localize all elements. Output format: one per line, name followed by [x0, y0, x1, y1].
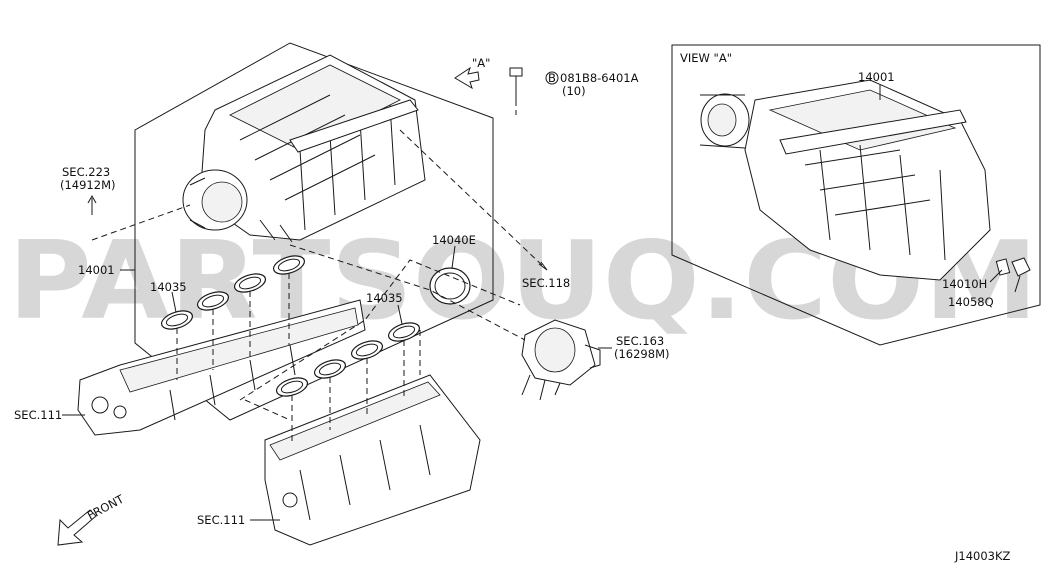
cylinder-head-lower[interactable]	[264, 374, 481, 546]
gasket-guide-right	[291, 330, 421, 445]
label-sec163: SEC.163	[616, 334, 664, 348]
label-14001-right: 14001	[858, 70, 895, 84]
view-a-frame	[671, 44, 1041, 346]
sec223-arrow	[87, 194, 97, 215]
head-frame-dashed	[239, 259, 521, 421]
label-bolt-symbol: B	[548, 71, 556, 85]
intake-manifold-left[interactable]	[199, 54, 426, 243]
label-14035-left: 14035	[150, 280, 187, 294]
label-sec118: SEC.118	[522, 276, 570, 290]
leader-14035-right	[397, 304, 403, 325]
label-14058q: 14058Q	[948, 295, 994, 309]
label-bolt-qty: (10)	[562, 84, 586, 98]
label-14001-left: 14001	[78, 263, 115, 277]
leader-14058q	[1014, 275, 1021, 293]
gaskets-14035-left[interactable]	[159, 252, 306, 332]
label-bolt-code: 081B8-6401A	[560, 71, 639, 85]
bolt-icon[interactable]	[509, 67, 523, 100]
throttle-body-mounted[interactable]	[182, 169, 248, 231]
gasket-14040e[interactable]	[429, 267, 471, 305]
label-14010h: 14010H	[942, 277, 987, 291]
gaskets-14035-right[interactable]	[274, 319, 421, 399]
label-14040e: 14040E	[432, 233, 476, 247]
label-14035-right: 14035	[366, 291, 403, 305]
cylinder-head-upper[interactable]	[77, 299, 366, 436]
label-sec111-upper: SEC.111	[14, 408, 62, 422]
label-front: FRONT	[85, 491, 127, 522]
throttle-body-sec163[interactable]	[521, 319, 601, 401]
clamp-14010h[interactable]	[995, 258, 1011, 276]
label-sec111-lower: SEC.111	[197, 513, 245, 527]
intake-manifold-view-a[interactable]	[744, 79, 991, 281]
leader-14035-left	[171, 291, 177, 313]
label-sec223: SEC.223	[62, 165, 110, 179]
sec223-leader	[91, 204, 191, 241]
hose-14058q[interactable]	[1011, 257, 1031, 277]
label-arrow-a: "A"	[472, 56, 490, 70]
sec118-leader	[399, 129, 546, 269]
label-view-a: VIEW "A"	[680, 51, 732, 65]
label-sec163-sub: (16298M)	[614, 347, 669, 361]
bolt-code-circle	[545, 71, 559, 85]
view-a-arrow-icon	[454, 66, 480, 90]
label-sec223-sub: (14912M)	[60, 178, 115, 192]
throttle-body-view-a[interactable]	[699, 93, 750, 149]
front-arrow-icon	[57, 509, 97, 546]
assembly-frame-left	[134, 42, 494, 421]
leader-14040e	[451, 245, 456, 269]
diagram-code: J14003KZ	[954, 549, 1011, 563]
gasket-guide-left	[176, 273, 290, 380]
leader-14010h	[989, 269, 1003, 283]
